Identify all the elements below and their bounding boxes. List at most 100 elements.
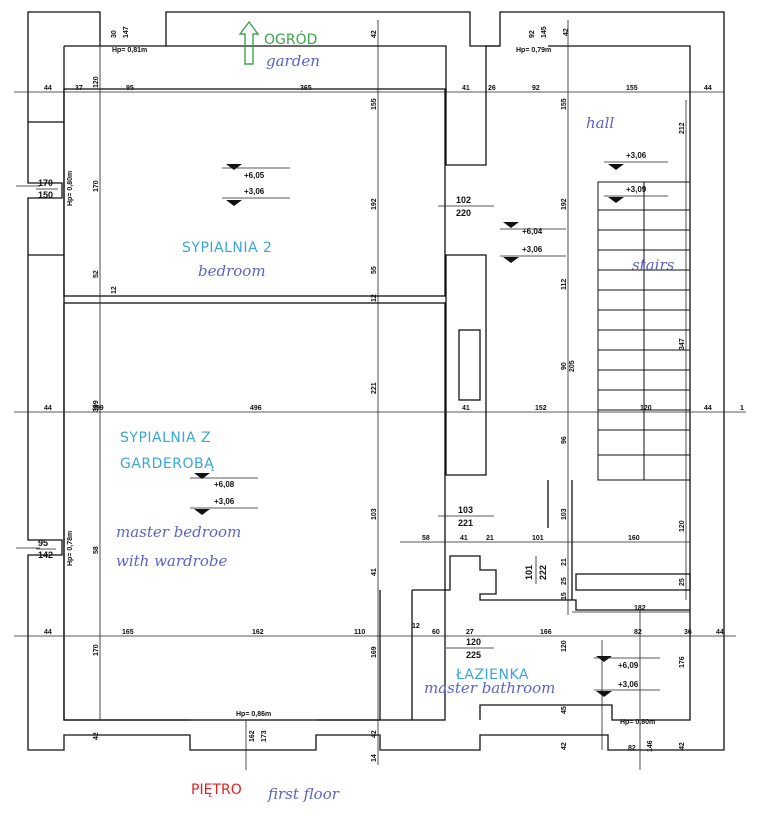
garden-arrow-icon — [238, 20, 260, 65]
opening-left-upper-num: 170 — [38, 178, 53, 188]
openings: 170 150 95 142 102 220 103 221 120 225 1… — [36, 178, 548, 660]
dim-lv-5: 399 — [93, 400, 100, 412]
dim-mid-6: 120 — [640, 405, 652, 412]
dim-42-right: 42 — [679, 742, 686, 750]
dim-lv-4: 12 — [111, 286, 118, 294]
dim-bot-1: 44 — [44, 629, 52, 636]
right-lower-wall — [547, 480, 573, 600]
dim-lv-6: 58 — [93, 546, 100, 554]
garden-label-en: garden — [266, 52, 320, 70]
window-left-lower: Hp= 0,78m — [67, 531, 74, 566]
dim-cv-5: 221 — [371, 382, 378, 394]
dim-bot-10: 36 — [684, 629, 692, 636]
bedroom2-label-pl: SYPIALNIA 2 — [182, 240, 272, 256]
dim-mid-3: 496 — [250, 405, 262, 412]
dim-mid-7: 44 — [704, 405, 712, 412]
dim-rv-12: 45 — [561, 706, 568, 714]
dim-bath-4: 101 — [532, 535, 544, 542]
column-wall — [445, 254, 487, 476]
dim-cv-1: 155 — [371, 98, 378, 110]
level-bedroom2-bottom: +3,06 — [244, 187, 265, 196]
dim-cv-8: 169 — [371, 646, 378, 658]
room-labels: OGRÓD garden hall stairs SYPIALNIA 2 bed… — [116, 30, 675, 803]
dim-lv-8: 42 — [93, 732, 100, 740]
dim-cv-10: 14 — [371, 754, 378, 762]
opening-door2-num: 103 — [458, 505, 473, 515]
dim-cv-9: 42 — [371, 730, 378, 738]
opening-door3-den: 225 — [466, 650, 481, 660]
level-corridor-bottom: +3,06 — [522, 245, 543, 254]
master-label-en-2: with wardrobe — [116, 552, 227, 570]
dim-lv-1: 120 — [93, 76, 100, 88]
level-master-top: +6,08 — [214, 480, 235, 489]
bedroom2-walls — [63, 88, 446, 297]
dim-top-2: 37 — [75, 85, 83, 92]
dim-cv-6: 103 — [371, 508, 378, 520]
dim-top-3: 95 — [126, 85, 134, 92]
opening-door1-den: 220 — [456, 208, 471, 218]
bathroom-walls — [411, 555, 691, 720]
opening-door1-num: 102 — [456, 195, 471, 205]
dim-mid-4: 41 — [462, 405, 470, 412]
dim-tv-4: 92 — [529, 30, 536, 38]
dim-cv-3: 55 — [371, 266, 378, 274]
opening-door2-den: 221 — [458, 518, 473, 528]
dim-mid-8: 1 — [740, 405, 744, 412]
dim-mid-2: 399 — [92, 405, 104, 412]
bath-label-en: master bathroom — [424, 679, 555, 697]
dim-rv-13: 42 — [561, 742, 568, 750]
level-bedroom2-top: +6,05 — [244, 171, 265, 180]
dimension-numbers: 44 37 95 365 41 26 92 155 44 44 399 496 … — [44, 26, 744, 762]
dim-bot-9: 82 — [634, 629, 642, 636]
window-top-right: Hp= 0,79m — [516, 47, 551, 54]
level-hall-top: +3,06 — [626, 151, 647, 160]
dim-tv-3: 42 — [371, 30, 378, 38]
level-marker-hall: +3,06 +3,09 — [604, 151, 668, 203]
stair-treads — [598, 209, 690, 456]
master-label-pl-2: GARDEROBĄ — [120, 456, 214, 472]
dim-rv-7: 103 — [561, 508, 568, 520]
dim-rv-1: 155 — [561, 98, 568, 110]
dim-lv-7: 170 — [93, 644, 100, 656]
dim-bot-11: 44 — [716, 629, 724, 636]
walls — [27, 11, 725, 751]
dim-tv-5: 145 — [541, 26, 548, 38]
outer-wall — [27, 11, 725, 751]
level-bath-bottom: +3,06 — [618, 680, 639, 689]
dim-rv-4: 90 — [561, 362, 568, 370]
window-left-upper: Hp= 0,80m — [67, 171, 74, 206]
dim-bath-2: 41 — [460, 535, 468, 542]
dim-bot-8: 166 — [540, 629, 552, 636]
dim-top-4: 365 — [300, 85, 312, 92]
opening-door4-num: 101 — [524, 565, 534, 580]
dim-bath-1: 58 — [422, 535, 430, 542]
bath-label-pl: ŁAZIENKA — [455, 667, 529, 683]
dim-bot-4: 110 — [354, 629, 365, 636]
floor-label-pl: PIĘTRO — [191, 782, 242, 798]
garden-label-pl: OGRÓD — [264, 30, 317, 48]
dim-top-7: 92 — [532, 85, 540, 92]
dim-rv-5: 205 — [569, 360, 576, 372]
level-marker-corridor: +6,04 +3,06 — [500, 222, 566, 263]
dim-lv-2: 170 — [93, 180, 100, 192]
master-label-en-1: master bedroom — [116, 523, 241, 541]
dim-bath-5: 160 — [628, 535, 640, 542]
level-marker-bedroom2: +6,05 +3,06 — [222, 164, 290, 206]
level-bath-top: +6,09 — [618, 661, 639, 670]
level-master-bottom: +3,06 — [214, 497, 235, 506]
dim-mid-5: 152 — [535, 405, 547, 412]
dim-top-8: 155 — [626, 85, 638, 92]
dim-82-bottom: 82 — [628, 745, 636, 752]
dim-bot-3: 162 — [252, 629, 264, 636]
dim-top-1: 44 — [44, 85, 52, 92]
dim-tv-2: 147 — [123, 26, 130, 38]
dim-bot-6: 60 — [432, 629, 440, 636]
dim-146: 146 — [647, 740, 654, 752]
level-hall-mid: +3,09 — [626, 185, 647, 194]
dim-rv-2: 192 — [561, 198, 568, 210]
inner-wall — [28, 45, 691, 721]
window-heights: Hp= 0,81m Hp= 0,79m Hp= 0,80m Hp= 0,78m … — [67, 47, 655, 726]
dim-tv-6: 42 — [563, 28, 570, 36]
level-markers: +6,05 +3,06 +3,06 +3,09 +6,04 +3,06 +6,0… — [190, 151, 668, 697]
